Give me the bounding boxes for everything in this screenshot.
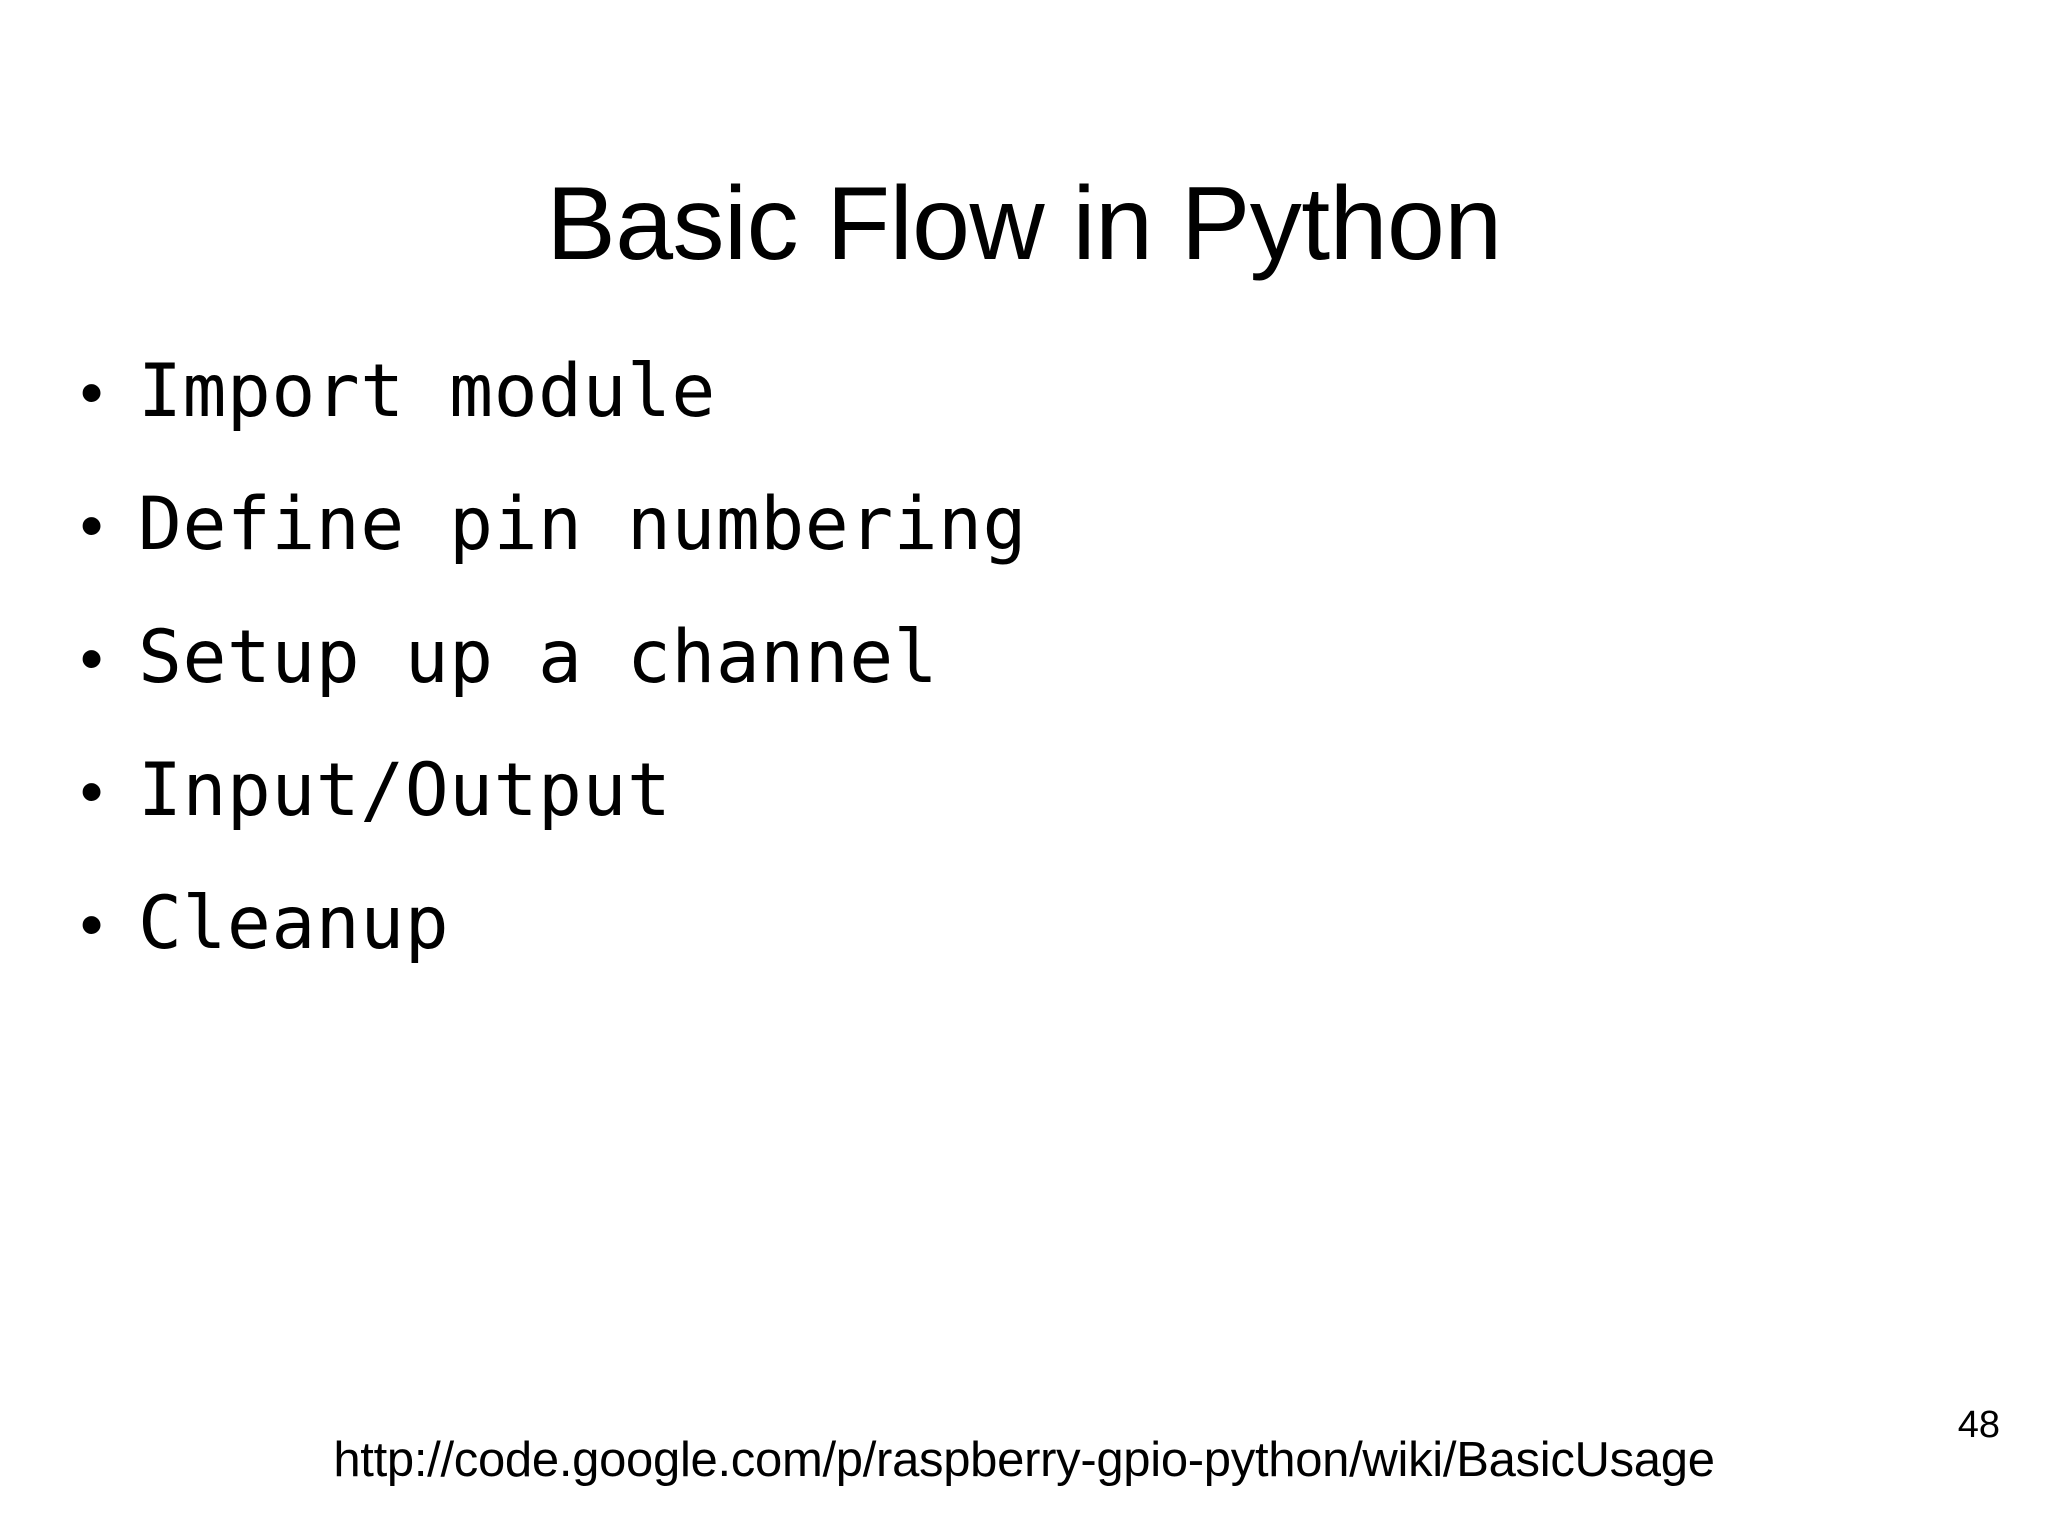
- list-item-label: Define pin numbering: [138, 482, 1027, 567]
- list-item: • Define pin numbering: [80, 471, 1960, 604]
- list-item-label: Import module: [138, 349, 716, 434]
- list-item: • Cleanup: [80, 870, 1960, 1003]
- list-item-label: Setup up a channel: [138, 615, 939, 700]
- slide-number: 48: [1957, 1404, 2000, 1446]
- list-item-label: Input/Output: [138, 748, 672, 833]
- bullet-list: • Import module • Define pin numbering •…: [80, 338, 1960, 1003]
- list-item-label: Cleanup: [138, 881, 450, 966]
- source-url-link[interactable]: http://code.google.com/p/raspberry-gpio-…: [333, 1433, 1715, 1487]
- list-item: • Setup up a channel: [80, 604, 1960, 737]
- page-title: Basic Flow in Python: [546, 165, 1502, 282]
- bullet-point-icon: •: [80, 887, 104, 961]
- bullet-point-icon: •: [80, 754, 104, 828]
- bullet-point-icon: •: [80, 488, 104, 562]
- list-item: • Import module: [80, 338, 1960, 471]
- bullet-point-icon: •: [80, 621, 104, 695]
- list-item: • Input/Output: [80, 737, 1960, 870]
- bullet-point-icon: •: [80, 355, 104, 429]
